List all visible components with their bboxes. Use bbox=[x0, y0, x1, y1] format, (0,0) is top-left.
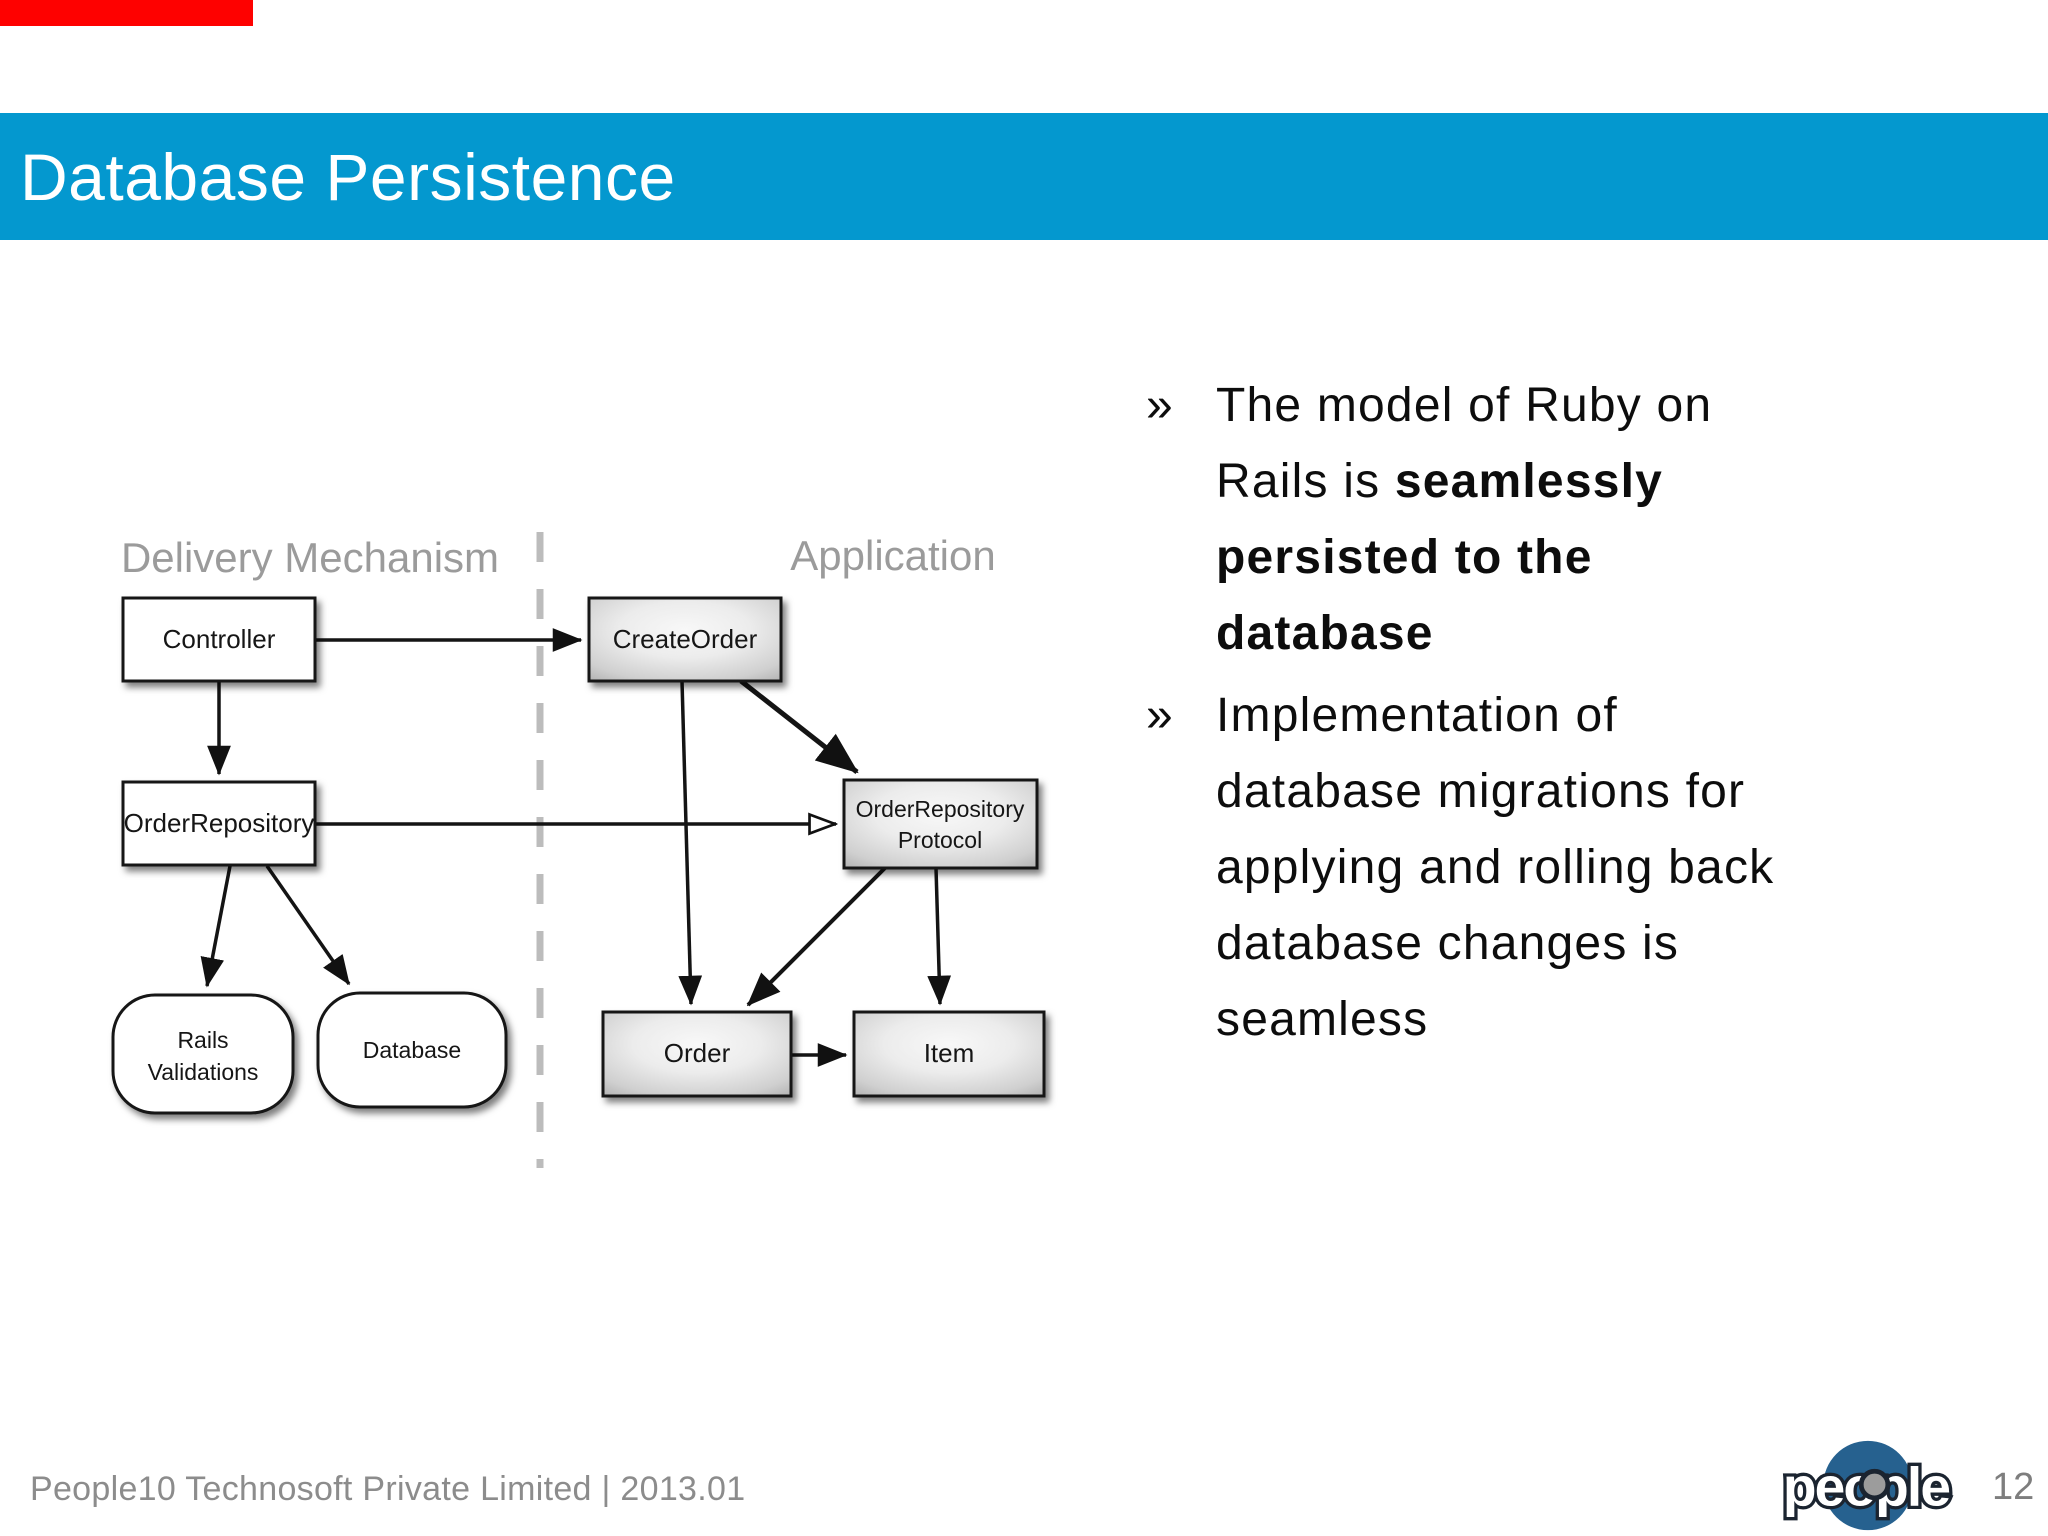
bullet-item: » Implementation of database migrations … bbox=[1146, 678, 1946, 1058]
node-railsvalidations-label-line2: Validations bbox=[148, 1059, 259, 1085]
edge-orderrepository-railsvalidations bbox=[200, 865, 232, 988]
logo-wordmark: people bbox=[1783, 1455, 1949, 1517]
edge-protocol-order bbox=[746, 866, 887, 1007]
node-controller-box bbox=[121, 596, 317, 683]
bullet-marker: » bbox=[1146, 379, 1173, 432]
node-railsvalidations-label-line1: Rails bbox=[177, 1027, 228, 1053]
footer-company-text: People10 Technosoft Private Limited | 20… bbox=[30, 1470, 746, 1508]
node-order-box bbox=[601, 1010, 793, 1098]
node-controller-label: Controller bbox=[163, 624, 276, 654]
bullet-text: The model of Ruby on Rails is seamlessly… bbox=[1216, 368, 1811, 672]
node-orderrepository-box bbox=[121, 780, 317, 867]
people10-logo: people bbox=[1780, 1440, 1955, 1531]
video-progress-strip bbox=[0, 0, 253, 26]
node-order-label: Order bbox=[664, 1038, 731, 1068]
bullet-item: » The model of Ruby on Rails is seamless… bbox=[1146, 368, 1946, 672]
region-label-delivery-mechanism: Delivery Mechanism bbox=[121, 534, 499, 581]
node-railsvalidations-box bbox=[111, 993, 295, 1115]
region-label-application: Application bbox=[790, 532, 995, 579]
node-database-box bbox=[316, 991, 508, 1109]
edge-protocol-item bbox=[927, 867, 952, 1006]
node-orderrepositoryprotocol-label-line2: Protocol bbox=[898, 827, 982, 853]
node-createorder-box bbox=[587, 596, 783, 683]
bullet-marker: » bbox=[1146, 689, 1173, 742]
edge-createorder-protocol bbox=[739, 679, 859, 774]
logo-inner-dot bbox=[1858, 1468, 1891, 1501]
slide-title-bar: Database Persistence bbox=[0, 113, 2048, 240]
edge-createorder-order bbox=[678, 680, 703, 1006]
page-title: Database Persistence bbox=[20, 139, 676, 214]
bullet-text-segment: The model of Ruby on Rails is bbox=[1216, 379, 1713, 508]
bullet-text-segment-bold: seamlessly persisted to the database bbox=[1216, 455, 1664, 660]
node-orderrepositoryprotocol-label-line1: OrderRepository bbox=[856, 796, 1025, 822]
node-database-label: Database bbox=[363, 1037, 461, 1063]
page-number: 12 bbox=[1992, 1466, 2035, 1508]
architecture-diagram: Delivery Mechanism Application Controlle… bbox=[111, 532, 1046, 1168]
bullet-text-segment: Implementation of database migrations fo… bbox=[1216, 689, 1775, 1046]
node-item-label: Item bbox=[924, 1038, 975, 1068]
node-item-box bbox=[852, 1010, 1046, 1098]
node-orderrepository-label: OrderRepository bbox=[124, 808, 315, 838]
edge-orderrepository-database bbox=[265, 865, 351, 986]
bullet-list: » The model of Ruby on Rails is seamless… bbox=[1146, 368, 1946, 1064]
node-createorder-label: CreateOrder bbox=[613, 624, 758, 654]
node-orderrepositoryprotocol-box bbox=[842, 778, 1039, 870]
bullet-text: Implementation of database migrations fo… bbox=[1216, 678, 1811, 1058]
